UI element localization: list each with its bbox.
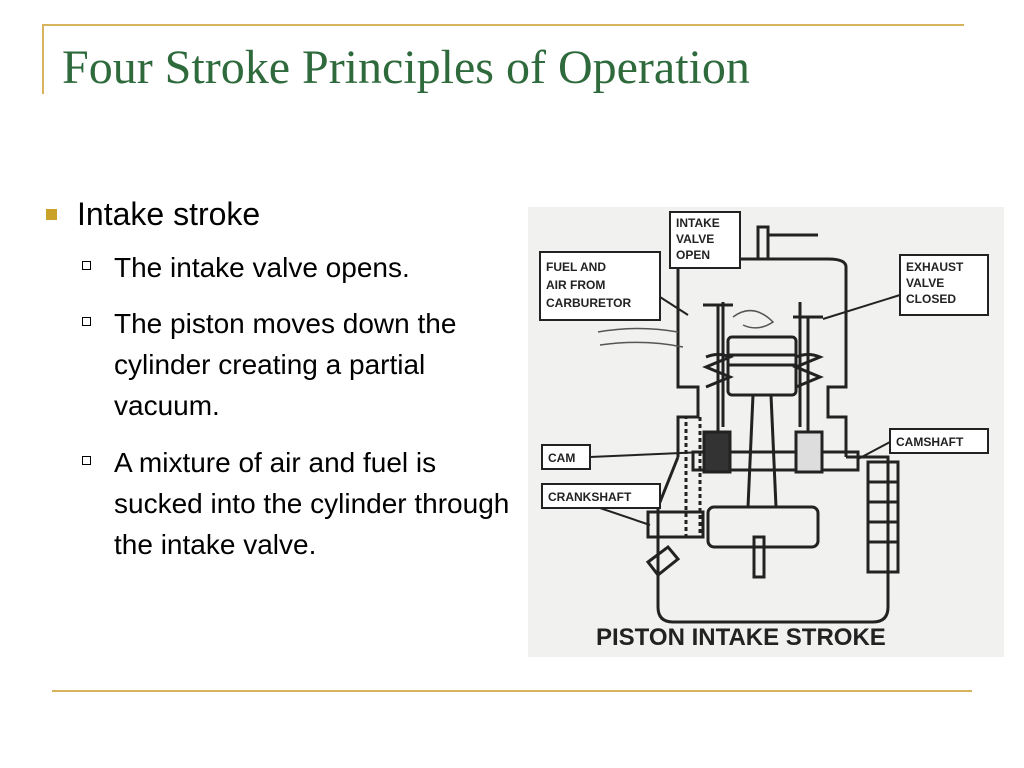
square-bullet-icon — [46, 209, 57, 220]
main-bullet: Intake stroke — [46, 196, 260, 233]
svg-text:FUEL AND: FUEL AND — [546, 260, 606, 274]
svg-text:CAM: CAM — [548, 451, 575, 465]
svg-text:VALVE: VALVE — [676, 232, 714, 246]
engine-diagram: INTAKE VALVE OPEN FUEL AND AIR FROM CARB… — [528, 207, 1004, 657]
label-cam: CAM — [541, 444, 591, 470]
sub-bullet-text: A mixture of air and fuel is sucked into… — [114, 447, 510, 560]
slide-title: Four Stroke Principles of Operation — [62, 41, 750, 94]
left-rule — [42, 24, 44, 94]
svg-text:CARBURETOR: CARBURETOR — [546, 296, 631, 310]
svg-text:CAMSHAFT: CAMSHAFT — [896, 435, 964, 449]
airflow-arrows — [597, 309, 775, 348]
hollow-square-bullet-icon — [82, 261, 91, 270]
sub-bullet-3: A mixture of air and fuel is sucked into… — [82, 442, 512, 565]
svg-text:INTAKE: INTAKE — [676, 216, 720, 230]
top-rule — [42, 24, 964, 26]
svg-text:CRANKSHAFT: CRANKSHAFT — [548, 490, 632, 504]
svg-text:VALVE: VALVE — [906, 276, 944, 290]
svg-text:OPEN: OPEN — [676, 248, 710, 262]
main-bullet-text: Intake stroke — [77, 196, 261, 232]
engine-outline — [645, 225, 900, 624]
label-pointers — [589, 294, 901, 526]
bottom-rule — [52, 690, 972, 692]
hollow-square-bullet-icon — [82, 317, 91, 326]
sub-bullet-text: The piston moves down the cylinder creat… — [114, 308, 457, 421]
label-crankshaft: CRANKSHAFT — [541, 483, 661, 509]
svg-text:AIR FROM: AIR FROM — [546, 278, 605, 292]
sub-bullet-1: The intake valve opens. — [82, 247, 512, 288]
figure-caption: PISTON INTAKE STROKE — [596, 624, 886, 651]
svg-text:EXHAUST: EXHAUST — [906, 260, 964, 274]
label-fuel-air: FUEL AND AIR FROM CARBURETOR — [539, 251, 661, 321]
sub-bullet-2: The piston moves down the cylinder creat… — [82, 303, 512, 426]
label-intake-valve: INTAKE VALVE OPEN — [669, 211, 741, 269]
label-camshaft: CAMSHAFT — [889, 428, 989, 454]
sub-bullet-text: The intake valve opens. — [114, 252, 410, 283]
hollow-square-bullet-icon — [82, 456, 91, 465]
label-exhaust-valve: EXHAUST VALVE CLOSED — [899, 254, 989, 316]
svg-text:CLOSED: CLOSED — [906, 292, 956, 306]
